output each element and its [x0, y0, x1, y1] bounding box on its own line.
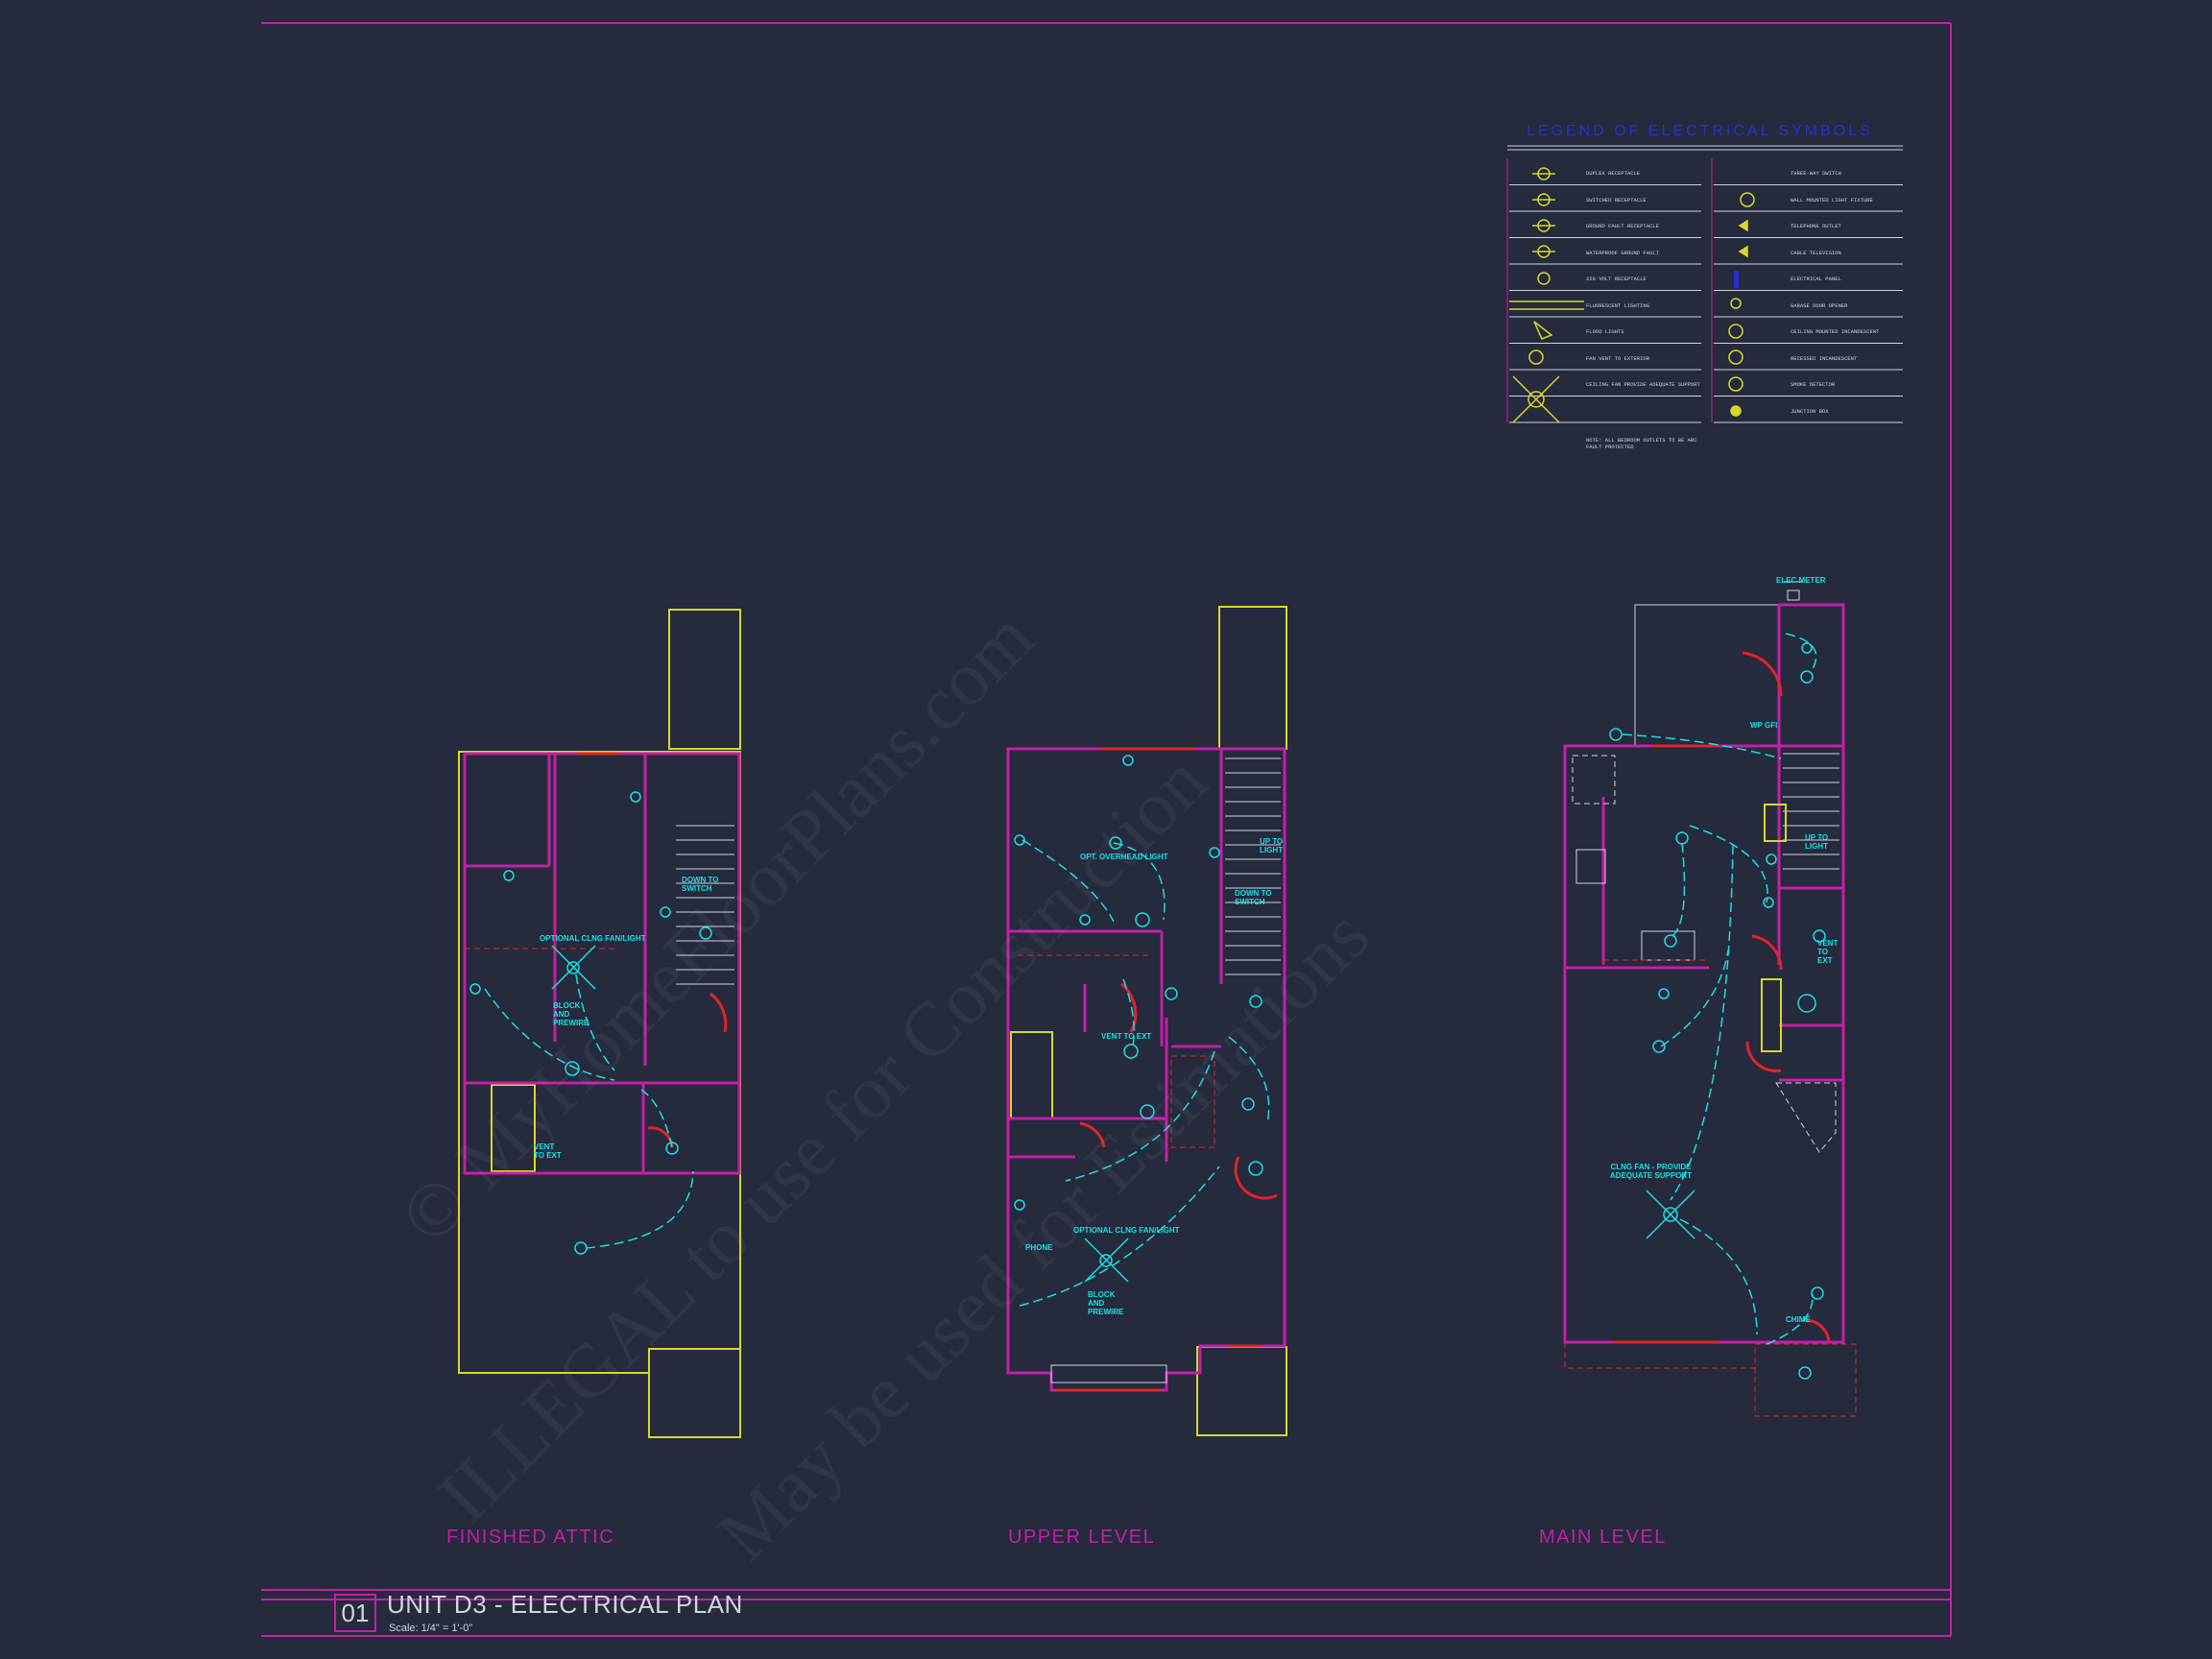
attic-down-note: DOWN TO SWITCH: [682, 876, 719, 893]
legend-item: ELECTRICAL PANEL: [1791, 276, 1841, 282]
upper-fan-note: OPTIONAL CLNG FAN/LIGHT: [1073, 1226, 1180, 1235]
upper-vent-note: VENT TO EXT: [1101, 1032, 1152, 1041]
upper-up-note: UP TO LIGHT: [1260, 837, 1284, 854]
legend-item: WALL MOUNTED LIGHT FIXTURE: [1791, 196, 1873, 204]
upper-level-label: UPPER LEVEL: [1008, 1527, 1156, 1548]
legend-item: RECESSED INCANDESCENT: [1791, 354, 1858, 362]
sheet-scale: Scale: 1/4" = 1'-0": [389, 1623, 473, 1634]
legend-item: SWITCHED RECEPTACLE: [1586, 196, 1647, 204]
legend-item: JUNCTION BOX: [1791, 407, 1829, 415]
legend-item: GARAGE DOOR OPENER: [1791, 301, 1848, 309]
panel-symbol: [1734, 271, 1739, 288]
main-chime-note: CHIME: [1786, 1315, 1811, 1324]
legend-item: TELEPHONE OUTLET: [1791, 223, 1841, 229]
legend-item: SMOKE DETECTOR: [1791, 381, 1836, 388]
upper-down-note: DOWN TO SWITCH: [1235, 889, 1272, 906]
sheet-title: UNIT D3 - ELECTRICAL PLAN: [387, 1590, 743, 1619]
legend-item: GROUND FAULT RECEPTACLE: [1586, 223, 1659, 229]
main-elec-meter-note: ELEC METER: [1776, 576, 1826, 585]
watermark-lines: © MyHomeFloorPlans.com ILLEGAL to use fo…: [385, 595, 1386, 1577]
attic-fan-note: OPTIONAL CLNG FAN/LIGHT: [540, 934, 646, 943]
main-up-note: UP TO LIGHT: [1805, 833, 1829, 851]
main-plan: [1563, 581, 1857, 1417]
upper-phone-note: PHONE: [1025, 1243, 1053, 1252]
legend-title: LEGEND OF ELECTRICAL SYMBOLS: [1527, 123, 1873, 139]
sheet-border: [261, 22, 1952, 1637]
attic-block-note: BLOCK AND PREWIRE: [553, 1001, 589, 1027]
upper-block-note: BLOCK AND PREWIRE: [1088, 1290, 1124, 1316]
watermark-line-3: May be used for Estimations: [702, 893, 1386, 1577]
legend-item: DUPLEX RECEPTACLE: [1586, 170, 1641, 177]
watermark-line-1: © MyHomeFloorPlans.com: [385, 595, 1050, 1261]
legend-table: [1506, 145, 1903, 423]
main-vent-note: VENT TO EXT: [1817, 939, 1839, 965]
legend-note: NOTE: ALL BEDROOM OUTLETS TO BE ARC FAUL…: [1586, 437, 1697, 450]
attic-plan: [458, 609, 741, 1438]
attic-level-label: FINISHED ATTIC: [446, 1527, 615, 1548]
legend-symbols: [1509, 167, 1755, 423]
legend-item: FLOOD LIGHTS: [1586, 328, 1624, 335]
attic-vent-note: VENT TO EXT: [534, 1142, 562, 1160]
legend-item: CABLE TELEVISION: [1791, 249, 1841, 256]
main-wp-note: WP GFI: [1750, 721, 1778, 730]
upper-plan: [1006, 606, 1287, 1436]
legend-item: WATERPROOF GROUND FAULT: [1586, 249, 1659, 256]
legend-item: CEILING MOUNTED INCANDESCENT: [1791, 328, 1880, 335]
legend-item: 220 VOLT RECEPTACLE: [1586, 276, 1647, 282]
main-fan-note: CLNG FAN - PROVIDE ADEQUATE SUPPORT: [1609, 1163, 1693, 1180]
upper-overhead-note: OPT. OVERHEAD LIGHT: [1080, 853, 1168, 861]
sheet-number: 01: [334, 1594, 376, 1632]
legend-item: CEILING FAN PROVIDE ADEQUATE SUPPORT: [1586, 381, 1700, 388]
legend-item: FLUORESCENT LIGHTING: [1586, 301, 1650, 309]
main-level-label: MAIN LEVEL: [1539, 1527, 1667, 1548]
legend-item: FAN VENT TO EXTERIOR: [1586, 354, 1650, 362]
legend-item: THREE-WAY SWITCH: [1791, 170, 1841, 177]
